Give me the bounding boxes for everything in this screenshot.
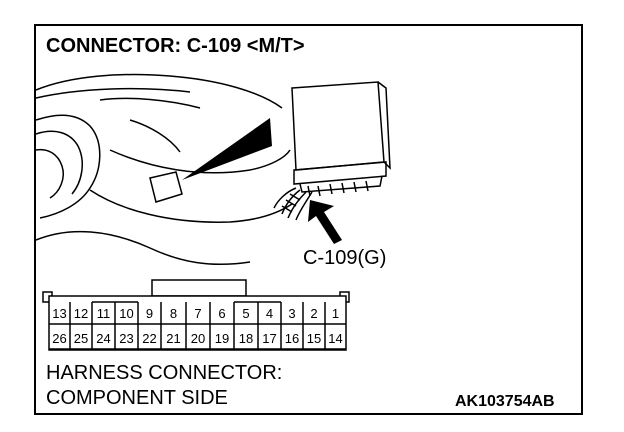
- top-row-pin-3: 3: [288, 306, 295, 321]
- top-row-pin-9: 9: [146, 306, 153, 321]
- bottom-row-pin-22: 22: [142, 331, 156, 346]
- top-row-pin-6: 6: [218, 306, 225, 321]
- bottom-row-pin-20: 20: [191, 331, 205, 346]
- dashboard-illustration: [35, 73, 293, 266]
- bottom-row-pin-14: 14: [328, 331, 342, 346]
- bottom-row-pin-21: 21: [166, 331, 180, 346]
- pin-row-bottom: 26 25 24 23 22 21 20 19 18 17 16 15 14: [52, 331, 342, 346]
- document-id: AK103754AB: [455, 393, 555, 410]
- diagram-title: CONNECTOR: C-109 <M/T>: [46, 35, 305, 57]
- harness-connector-face: [42, 279, 350, 351]
- caption-line-1: HARNESS CONNECTOR:: [46, 362, 283, 384]
- bottom-row-pin-18: 18: [239, 331, 253, 346]
- connector-callout-label: C-109(G): [303, 247, 387, 269]
- top-row-pin-1: 1: [332, 306, 339, 321]
- top-row-pin-5: 5: [242, 306, 249, 321]
- top-row-pin-4: 4: [266, 306, 273, 321]
- top-row-pin-13: 13: [52, 306, 66, 321]
- bottom-row-pin-16: 16: [285, 331, 299, 346]
- diagram-frame: [34, 24, 583, 415]
- bottom-row-pin-25: 25: [74, 331, 88, 346]
- bottom-row-pin-19: 19: [215, 331, 229, 346]
- top-row-pin-11: 11: [97, 306, 111, 321]
- caption-line-2: COMPONENT SIDE: [46, 387, 228, 409]
- top-row-pin-7: 7: [194, 306, 201, 321]
- top-row-pin-12: 12: [74, 306, 88, 321]
- connector-arrow: [308, 200, 342, 244]
- callout-pointer: [182, 118, 272, 180]
- top-row-pin-10: 10: [119, 306, 133, 321]
- bottom-row-pin-26: 26: [52, 331, 66, 346]
- bottom-row-pin-24: 24: [96, 331, 110, 346]
- bottom-row-pin-15: 15: [307, 331, 321, 346]
- bottom-row-pin-23: 23: [119, 331, 133, 346]
- top-row-pin-2: 2: [310, 306, 317, 321]
- ecu-module: [273, 81, 391, 221]
- bottom-row-pin-17: 17: [262, 331, 276, 346]
- top-row-pin-8: 8: [170, 306, 177, 321]
